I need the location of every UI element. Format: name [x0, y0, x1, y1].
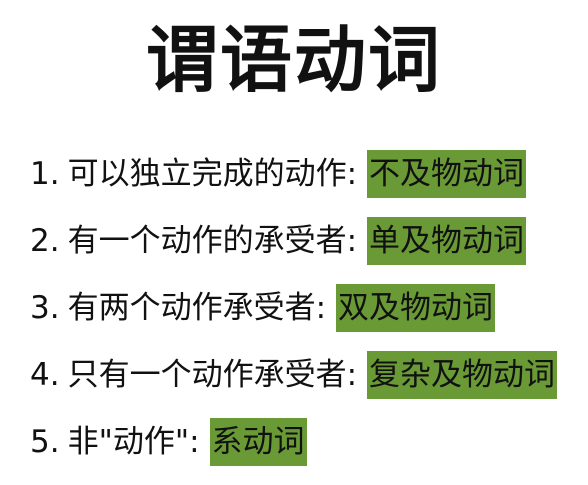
- item-answer-highlight: 复杂及物动词: [367, 351, 558, 399]
- item-description: 可以独立完成的动作:: [67, 156, 358, 192]
- page-title: 谓语动词: [145, 17, 442, 102]
- verb-type-list: 1. 可以独立完成的动作: 不及物动词 2. 有一个动作的承受者: 单及物动词 …: [30, 150, 580, 485]
- item-answer-highlight: 系动词: [209, 418, 307, 466]
- item-description: 只有一个动作承受者:: [67, 357, 358, 393]
- item-answer-highlight: 不及物动词: [367, 150, 527, 198]
- list-item-monotransitive: 2. 有一个动作的承受者: 单及物动词: [30, 217, 580, 265]
- item-number: 5.: [30, 424, 60, 460]
- item-description: 有一个动作的承受者:: [67, 223, 358, 259]
- item-answer-highlight: 双及物动词: [336, 284, 496, 332]
- item-description: 有两个动作承受者:: [67, 290, 327, 326]
- item-number: 2.: [30, 223, 60, 259]
- list-item-complex-transitive: 4. 只有一个动作承受者: 复杂及物动词: [30, 351, 580, 399]
- item-number: 1.: [30, 156, 60, 192]
- item-number: 4.: [30, 357, 60, 393]
- list-item-linking: 5. 非"动作": 系动词: [30, 418, 580, 466]
- item-number: 3.: [30, 290, 60, 326]
- item-answer-highlight: 单及物动词: [367, 217, 527, 265]
- list-item-ditransitive: 3. 有两个动作承受者: 双及物动词: [30, 284, 580, 332]
- item-description: 非"动作":: [67, 424, 200, 460]
- list-item-intransitive: 1. 可以独立完成的动作: 不及物动词: [30, 150, 580, 198]
